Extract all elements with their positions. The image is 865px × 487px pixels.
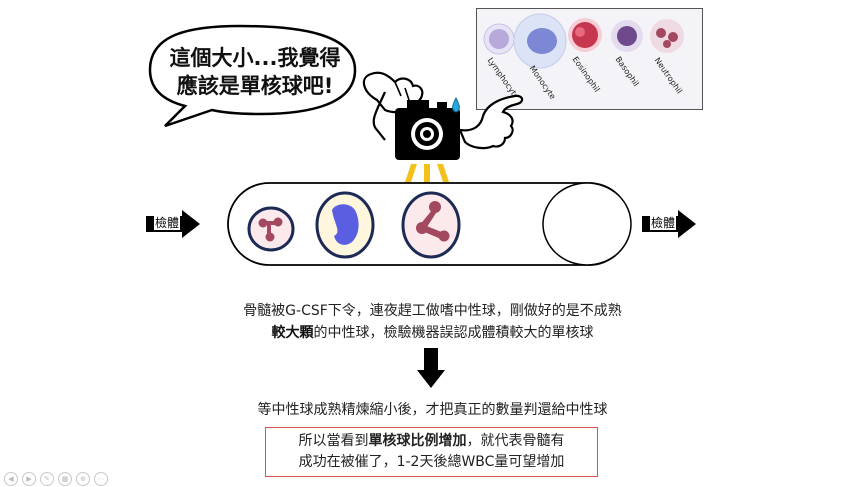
camera-icon [395,100,460,160]
caption-2: 等中性球成熟精煉縮小後，才把真正的數量判還給中性球 [257,402,608,418]
down-arrow-icon [417,348,445,388]
result-pre: 所以當看到 [298,433,369,449]
result-line-1: 所以當看到單核球比例增加，就代表骨髓有 [278,431,585,452]
slides-grid-icon[interactable]: ▦ [58,472,72,486]
cell-monocyte [315,191,375,259]
conveyor-exit-roller [542,182,632,266]
reference-cells-image [483,13,684,69]
result-post: ，就代表骨髓有 [466,433,565,449]
right-hand-icon [458,94,524,150]
more-options-icon[interactable]: ⋯ [94,472,108,486]
previous-slide-icon[interactable]: ◀ [4,472,18,486]
caption-1-line-1: 骨髓被G-CSF下令，連夜趕工做嗜中性球，剛做好的是不成熟 [243,303,622,319]
result-box: 所以當看到單核球比例增加，就代表骨髓有 成功在被催了，1-2天後總WBC量可望增… [265,427,598,477]
sweat-drop-icon [452,96,460,113]
bubble-line-1: 這個大小...我覺得 [169,46,341,70]
input-specimen-label: 檢體 [154,216,181,230]
camera-character [362,71,524,188]
caption-1-bold: 較大顆 [271,325,314,341]
flash-rays [403,164,451,188]
cell-large-neutrophil [401,191,461,259]
output-specimen-label: 檢體 [650,216,677,230]
caption-1-line-2: 較大顆的中性球，檢驗機器誤認成體積較大的單核球 [0,322,865,344]
next-slide-icon[interactable]: ▶ [22,472,36,486]
zoom-icon[interactable]: ⊕ [76,472,90,486]
cell-small-neutrophil [247,206,295,252]
result-bold: 單核球比例增加 [368,433,467,449]
slideshow-controls: ◀ ▶ ✎ ▦ ⊕ ⋯ [4,472,108,486]
result-line-2: 成功在被催了，1-2天後總WBC量可望增加 [298,454,565,470]
caption-1-rest: 的中性球，檢驗機器誤認成體積較大的單核球 [313,325,594,341]
pen-icon[interactable]: ✎ [40,472,54,486]
caption-1: 骨髓被G-CSF下令，連夜趕工做嗜中性球，剛做好的是不成熟 較大顆的中性球，檢驗… [0,300,865,344]
reference-cell-photo [476,8,703,110]
bubble-line-2: 應該是單核球吧! [176,74,334,98]
speech-bubble [148,24,357,128]
